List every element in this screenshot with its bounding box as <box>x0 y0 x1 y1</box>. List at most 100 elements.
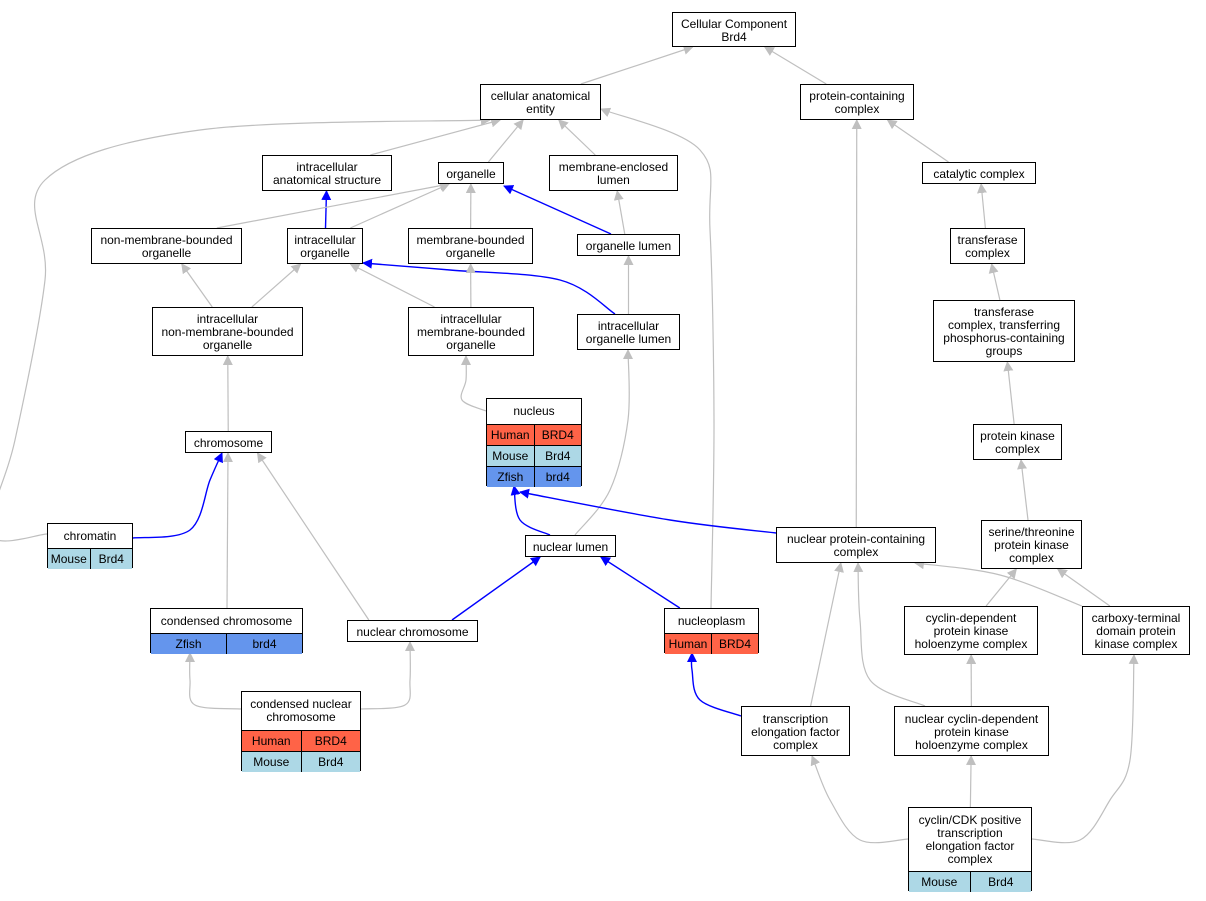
gene-symbol: Brd4 <box>969 871 1031 892</box>
edge-ser-thr-protein-kinase-complex-to-protein-kinase-complex <box>1017 459 1029 521</box>
node-label: condensed nuclear chromosome <box>250 697 352 724</box>
node-label: nuclear protein-containing complex <box>786 532 926 559</box>
edge-cdk-holoenzyme-complex-to-ser-thr-protein-kinase-complex <box>985 568 1018 607</box>
node-ser-thr-protein-kinase-complex[interactable]: serine/threonine protein kinase complex <box>981 520 1082 569</box>
node-membrane-enclosed-lumen[interactable]: membrane-enclosed lumen <box>549 155 678 191</box>
edge-intracellular-organelle-lumen-to-intracellular-organelle <box>362 258 616 315</box>
gene-symbol: brd4 <box>533 466 581 487</box>
edge-nuclear-chromosome-to-chromosome <box>256 452 370 621</box>
node-transcription-elongation-factor-complex[interactable]: transcription elongation factor complex <box>741 706 850 756</box>
gene-symbol: Brd4 <box>89 548 132 569</box>
node-label: serine/threonine protein kinase complex <box>988 525 1075 565</box>
node-label: chromatin <box>63 528 117 543</box>
edge-organelle-lumen-to-organelle <box>503 185 612 235</box>
edge-nuclear-lumen-to-nucleus <box>510 485 551 536</box>
edge-nucleoplasm-to-nuclear-lumen <box>599 556 681 609</box>
node-label: intracellular organelle <box>294 233 356 260</box>
gene-symbol: BRD4 <box>711 633 758 654</box>
species-name: Human <box>487 424 534 446</box>
edge-transcription-elongation-factor-complex-to-nuclear-protein-containing-complex <box>810 562 844 707</box>
edge-protein-containing-complex-to-cc-root <box>763 46 827 85</box>
node-catalytic-complex[interactable]: catalytic complex <box>922 162 1036 184</box>
gene-symbol: BRD4 <box>300 730 360 752</box>
node-cyclin-cdk-ptef-complex[interactable]: cyclin/CDK positive transcription elonga… <box>908 807 1032 892</box>
node-chromosome[interactable]: chromosome <box>185 431 272 453</box>
node-label: transcription elongation factor complex <box>751 711 840 752</box>
node-transferase-complex-phospho[interactable]: transferase complex, transferring phosph… <box>933 300 1075 362</box>
node-non-membrane-bounded-organelle[interactable]: non-membrane-bounded organelle <box>91 228 242 264</box>
edge-chromosome-to-intracellular-nmb-organelle <box>222 355 233 432</box>
node-label: nucleoplasm <box>677 613 746 628</box>
edge-transferase-complex-phospho-to-transferase-complex <box>988 263 1001 301</box>
node-label: organelle lumen <box>585 238 672 253</box>
edge-intracellular-organelle-to-intracellular-anatomical-structure <box>321 190 332 229</box>
node-intracellular-anatomical-structure[interactable]: intracellular anatomical structure <box>262 155 392 191</box>
node-label: intracellular organelle lumen <box>585 319 672 346</box>
node-nuclear-chromosome[interactable]: nuclear chromosome <box>347 620 478 642</box>
node-cellular-anatomical-entity[interactable]: cellular anatomical entity <box>480 84 601 120</box>
edge-nuclear-chromosome-to-nuclear-lumen <box>451 556 541 621</box>
node-protein-containing-complex[interactable]: protein-containing complex <box>800 84 914 120</box>
edge-nuclear-protein-containing-complex-to-protein-containing-complex <box>851 119 862 528</box>
node-label: protein kinase complex <box>980 429 1055 456</box>
edge-intracellular-anatomical-structure-to-cellular-anatomical-entity <box>370 117 502 156</box>
edge-intracellular-nmb-organelle-to-non-membrane-bounded-organelle <box>181 263 213 308</box>
edge-cellular-anatomical-entity-to-cc-root <box>580 45 694 85</box>
node-nuclear-protein-containing-complex[interactable]: nuclear protein-containing complex <box>776 527 936 563</box>
node-transferase-complex[interactable]: transferase complex <box>950 228 1025 264</box>
edge-organelle-lumen-to-membrane-enclosed-lumen <box>613 190 626 235</box>
node-intracellular-organelle-lumen[interactable]: intracellular organelle lumen <box>577 314 680 350</box>
gene-symbol: BRD4 <box>533 424 581 446</box>
node-label: cyclin/CDK positive transcription elonga… <box>918 812 1022 866</box>
node-label: intracellular membrane-bounded organelle <box>416 312 526 352</box>
gene-symbol: brd4 <box>226 633 302 654</box>
node-intracellular-organelle[interactable]: intracellular organelle <box>287 228 363 264</box>
gene-symbol: Brd4 <box>300 751 360 772</box>
edge-ctd-protein-kinase-complex-to-nuclear-protein-containing-complex <box>914 559 1083 607</box>
node-membrane-bounded-organelle[interactable]: membrane-bounded organelle <box>408 228 533 264</box>
node-label: catalytic complex <box>933 166 1025 181</box>
edge-nuclear-cdk-holoenzyme-complex-to-nuclear-protein-containing-complex <box>853 562 926 707</box>
node-label: membrane-bounded organelle <box>416 233 525 260</box>
node-intracellular-mb-organelle[interactable]: intracellular membrane-bounded organelle <box>408 307 534 356</box>
node-organelle-lumen[interactable]: organelle lumen <box>577 234 680 256</box>
node-label: organelle <box>446 166 496 181</box>
edge-catalytic-complex-to-protein-containing-complex <box>886 119 949 163</box>
species-name: Zfish <box>487 466 534 487</box>
node-label: non-membrane-bounded organelle <box>100 233 233 260</box>
node-protein-kinase-complex[interactable]: protein kinase complex <box>973 424 1062 460</box>
species-name: Mouse <box>48 548 90 569</box>
edge-intracellular-organelle-to-organelle <box>350 183 450 229</box>
node-cc-root[interactable]: Cellular Component Brd4 <box>672 12 796 47</box>
edge-ctd-protein-kinase-complex-to-ser-thr-protein-kinase-complex <box>1056 568 1111 607</box>
edge-transcription-elongation-factor-complex-to-nucleoplasm <box>686 652 742 717</box>
node-organelle[interactable]: organelle <box>438 162 504 184</box>
node-label: nuclear cyclin-dependent protein kinase … <box>904 711 1039 752</box>
node-nuclear-cdk-holoenzyme-complex[interactable]: nuclear cyclin-dependent protein kinase … <box>894 706 1049 756</box>
node-label: Cellular Component Brd4 <box>680 16 788 44</box>
node-intracellular-nmb-organelle[interactable]: intracellular non-membrane-bounded organ… <box>152 307 303 356</box>
node-cdk-holoenzyme-complex[interactable]: cyclin-dependent protein kinase holoenzy… <box>904 606 1038 655</box>
edge-nucleoplasm-to-cellular-anatomical-entity <box>600 107 715 609</box>
node-label: carboxy-terminal domain protein kinase c… <box>1091 611 1181 651</box>
node-nuclear-lumen[interactable]: nuclear lumen <box>525 535 616 557</box>
node-ctd-protein-kinase-complex[interactable]: carboxy-terminal domain protein kinase c… <box>1082 606 1190 655</box>
species-name: Mouse <box>487 445 534 467</box>
edge-condensed-chromosome-to-chromosome <box>222 452 233 609</box>
